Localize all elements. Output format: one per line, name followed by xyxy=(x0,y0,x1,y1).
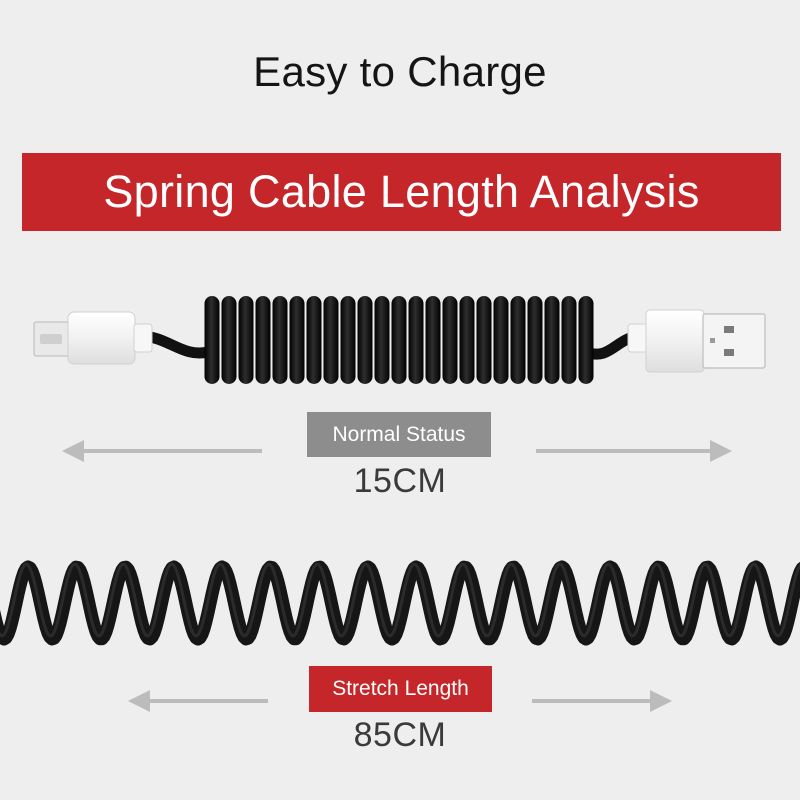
coil-rings xyxy=(204,296,594,384)
micro-usb-housing xyxy=(67,311,136,365)
stretched-cable-highlight xyxy=(0,562,800,638)
coil-ring xyxy=(408,296,424,384)
coil-ring xyxy=(221,296,237,384)
coil-ring xyxy=(340,296,356,384)
coil-ring xyxy=(272,296,288,384)
coiled-cable xyxy=(134,296,636,384)
micro-usb-plug xyxy=(33,311,153,365)
usb-a-small-mark xyxy=(710,338,715,343)
stretched-cable xyxy=(0,560,800,646)
coil-ring xyxy=(476,296,492,384)
coil-ring xyxy=(374,296,390,384)
coil-ring xyxy=(544,296,560,384)
coil-ring xyxy=(238,296,254,384)
coil-ring xyxy=(510,296,526,384)
stretch-arrows xyxy=(128,690,672,712)
coil-ring xyxy=(289,296,305,384)
usb-a-housing xyxy=(645,309,705,373)
normal-status-tag: Normal Status xyxy=(307,412,491,457)
normal-arrow-left-head xyxy=(62,440,84,462)
coil-ring xyxy=(442,296,458,384)
coil-ring xyxy=(527,296,543,384)
normal-arrow-right-head xyxy=(710,440,732,462)
stretch-arrow-left-head xyxy=(128,690,150,712)
usb-a-neck xyxy=(627,323,649,353)
coil-ring xyxy=(493,296,509,384)
stretch-length-label: Stretch Length xyxy=(332,677,469,700)
coil-ring xyxy=(578,296,594,384)
page-title: Easy to Charge xyxy=(253,48,547,95)
coil-ring xyxy=(425,296,441,384)
coil-ring xyxy=(459,296,475,384)
normal-length-value: 15CM xyxy=(353,462,447,500)
banner-text: Spring Cable Length Analysis xyxy=(103,166,700,217)
section-banner: Spring Cable Length Analysis xyxy=(22,153,781,231)
normal-status-label: Normal Status xyxy=(332,422,466,446)
coil-ring xyxy=(391,296,407,384)
coil-ring xyxy=(255,296,271,384)
coil-ring xyxy=(306,296,322,384)
coil-ring xyxy=(357,296,373,384)
usb-a-connector xyxy=(702,313,766,369)
normal-arrows xyxy=(62,440,732,462)
coil-ring xyxy=(323,296,339,384)
stretch-length-value: 85CM xyxy=(353,716,447,754)
usb-a-hole-top xyxy=(724,326,734,333)
micro-usb-neck xyxy=(133,323,153,353)
stretch-arrow-right-head xyxy=(650,690,672,712)
coil-ring xyxy=(561,296,577,384)
usb-a-plug xyxy=(627,309,766,373)
coil-ring xyxy=(204,296,220,384)
stretch-length-tag: Stretch Length xyxy=(309,666,492,712)
usb-a-hole-bottom xyxy=(724,349,734,356)
micro-usb-tip-slot xyxy=(40,334,62,344)
